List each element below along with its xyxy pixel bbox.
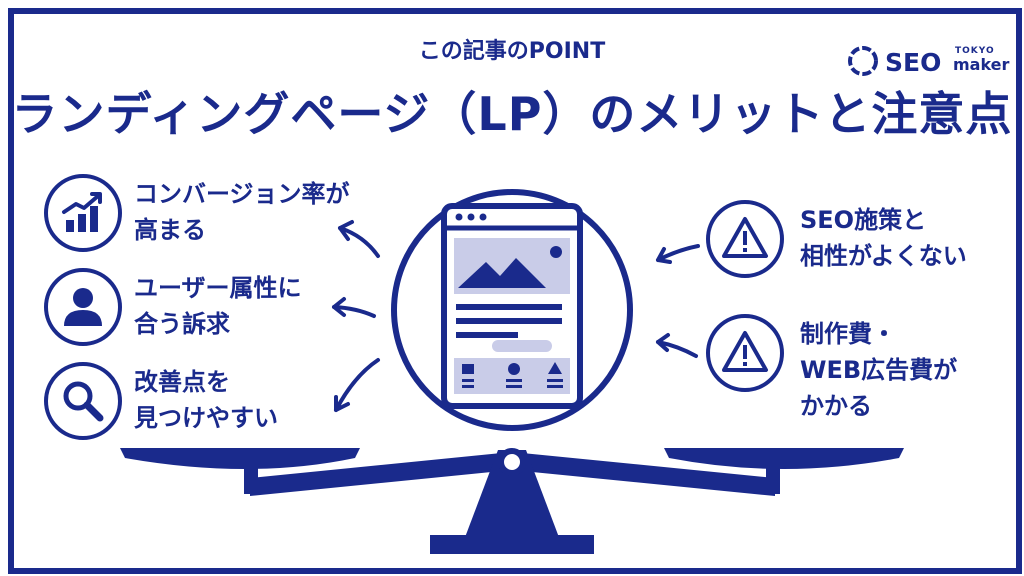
chart-up-icon xyxy=(62,192,102,232)
footer-square-icon xyxy=(462,364,474,374)
merit-item-search xyxy=(44,362,122,440)
text-line xyxy=(456,332,518,338)
merit-item-chart xyxy=(44,174,122,252)
footer-triangle-icon xyxy=(548,362,562,374)
scale-right-pan xyxy=(664,448,904,469)
arrow-right-top xyxy=(656,244,700,262)
caution-item-seo xyxy=(706,200,784,278)
warning-icon xyxy=(722,331,768,372)
merit-label-2: ユーザー属性に 合う訴求 xyxy=(134,274,302,338)
merit-label-3: 改善点を 見つけやすい xyxy=(134,368,278,432)
search-icon xyxy=(63,381,104,422)
arrow-left-middle xyxy=(332,305,376,318)
caution-label-1: SEO施策と 相性がよくない xyxy=(800,206,967,270)
page-title: ランディングページ（LP）のメリットと注意点 xyxy=(11,87,1013,141)
logo-ring-icon xyxy=(848,46,878,76)
browser-dot-icon xyxy=(455,213,463,221)
caution-label-2: 制作費・ WEB広告費が かかる xyxy=(800,320,958,420)
caution-item-cost xyxy=(706,314,784,392)
warning-icon xyxy=(722,217,768,258)
logo-maker-text: maker xyxy=(953,55,1010,74)
scale-stand xyxy=(464,450,560,540)
eyebrow-label: この記事のPOINT xyxy=(418,39,606,64)
seo-maker-logo: SEO TOKYO maker xyxy=(845,40,1009,80)
user-icon xyxy=(64,288,102,326)
browser-dot-icon xyxy=(479,213,487,221)
arrow-left-top xyxy=(338,226,380,258)
logo-small-text: TOKYO xyxy=(955,46,995,56)
browser-dot-icon xyxy=(467,213,475,221)
mountain-icon xyxy=(458,258,546,288)
scale-pivot xyxy=(498,448,526,476)
merit-item-user xyxy=(44,268,122,346)
text-line xyxy=(456,318,562,324)
merit-label-1: コンバージョン率が 高まる xyxy=(134,180,350,244)
sun-icon xyxy=(550,246,562,258)
text-line xyxy=(456,304,562,310)
scale-base xyxy=(430,535,594,554)
logo-brand-text: SEO xyxy=(885,48,942,77)
button-pill xyxy=(492,340,552,352)
footer-circle-icon xyxy=(508,363,520,375)
arrow-left-bottom xyxy=(334,358,380,412)
scale-left-pan xyxy=(120,448,360,469)
